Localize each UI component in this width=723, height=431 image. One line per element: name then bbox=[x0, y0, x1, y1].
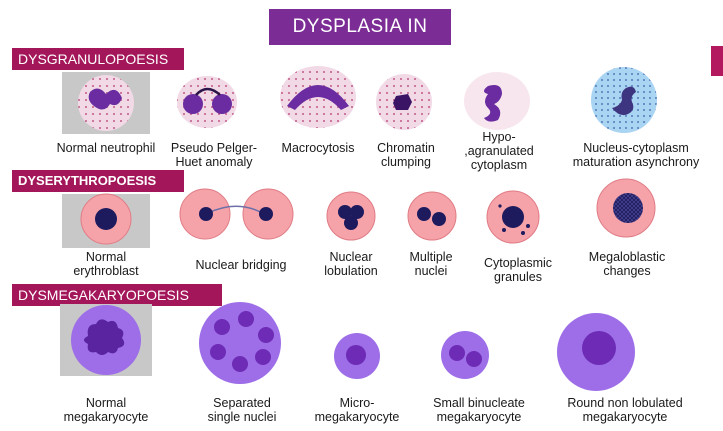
cell-pseudo-pelger bbox=[177, 76, 237, 128]
cell-nuclear-bridging bbox=[180, 189, 293, 239]
cell-separated-nuclei bbox=[199, 302, 281, 384]
label-hypogranulated: Hypo- ,agranulated cytoplasm bbox=[452, 130, 546, 172]
cell-macrocytosis bbox=[280, 66, 356, 128]
label-normal-megakaryocyte: Normal megakaryocyte bbox=[52, 396, 160, 424]
cell-nc-asynchrony bbox=[591, 67, 657, 133]
cell-micromegakaryocyte bbox=[334, 333, 380, 379]
label-multiple-nuclei: Multiple nuclei bbox=[398, 250, 464, 278]
cell-chromatin-clumping bbox=[376, 74, 432, 130]
cell-normal-neutrophil bbox=[62, 72, 150, 134]
label-cytoplasmic-granules: Cytoplasmic granules bbox=[473, 256, 563, 284]
label-separated-nuclei: Separated single nuclei bbox=[196, 396, 288, 424]
cell-hypogranulated bbox=[464, 72, 530, 130]
label-normal-neutrophil: Normal neutrophil bbox=[35, 141, 177, 155]
cell-cytoplasmic-granules bbox=[487, 191, 539, 243]
cell-round-non-lobulated bbox=[557, 313, 635, 391]
label-round-non-lobulated: Round non lobulated megakaryocyte bbox=[550, 396, 700, 424]
cell-megaloblastic bbox=[597, 179, 655, 237]
cell-nuclear-lobulation bbox=[327, 192, 375, 240]
cell-small-binucleate bbox=[441, 331, 489, 379]
label-nuclear-bridging: Nuclear bridging bbox=[182, 258, 300, 272]
label-megaloblastic: Megaloblastic changes bbox=[578, 250, 676, 278]
label-micromegakaryocyte: Micro- megakaryocyte bbox=[305, 396, 409, 424]
cell-normal-erythroblast bbox=[62, 194, 150, 248]
label-pseudo-pelger: Pseudo Pelger- Huet anomaly bbox=[164, 141, 264, 169]
label-nuclear-lobulation: Nuclear lobulation bbox=[316, 250, 386, 278]
cell-multiple-nuclei bbox=[408, 192, 456, 240]
label-macrocytosis: Macrocytosis bbox=[270, 141, 366, 155]
label-small-binucleate: Small binucleate megakaryocyte bbox=[418, 396, 540, 424]
cell-normal-megakaryocyte bbox=[60, 304, 152, 376]
label-nc-asynchrony: Nucleus-cytoplasm maturation asynchrony bbox=[556, 141, 716, 169]
label-normal-erythroblast: Normal erythroblast bbox=[62, 250, 150, 278]
label-chromatin-clumping: Chromatin clumping bbox=[368, 141, 444, 169]
